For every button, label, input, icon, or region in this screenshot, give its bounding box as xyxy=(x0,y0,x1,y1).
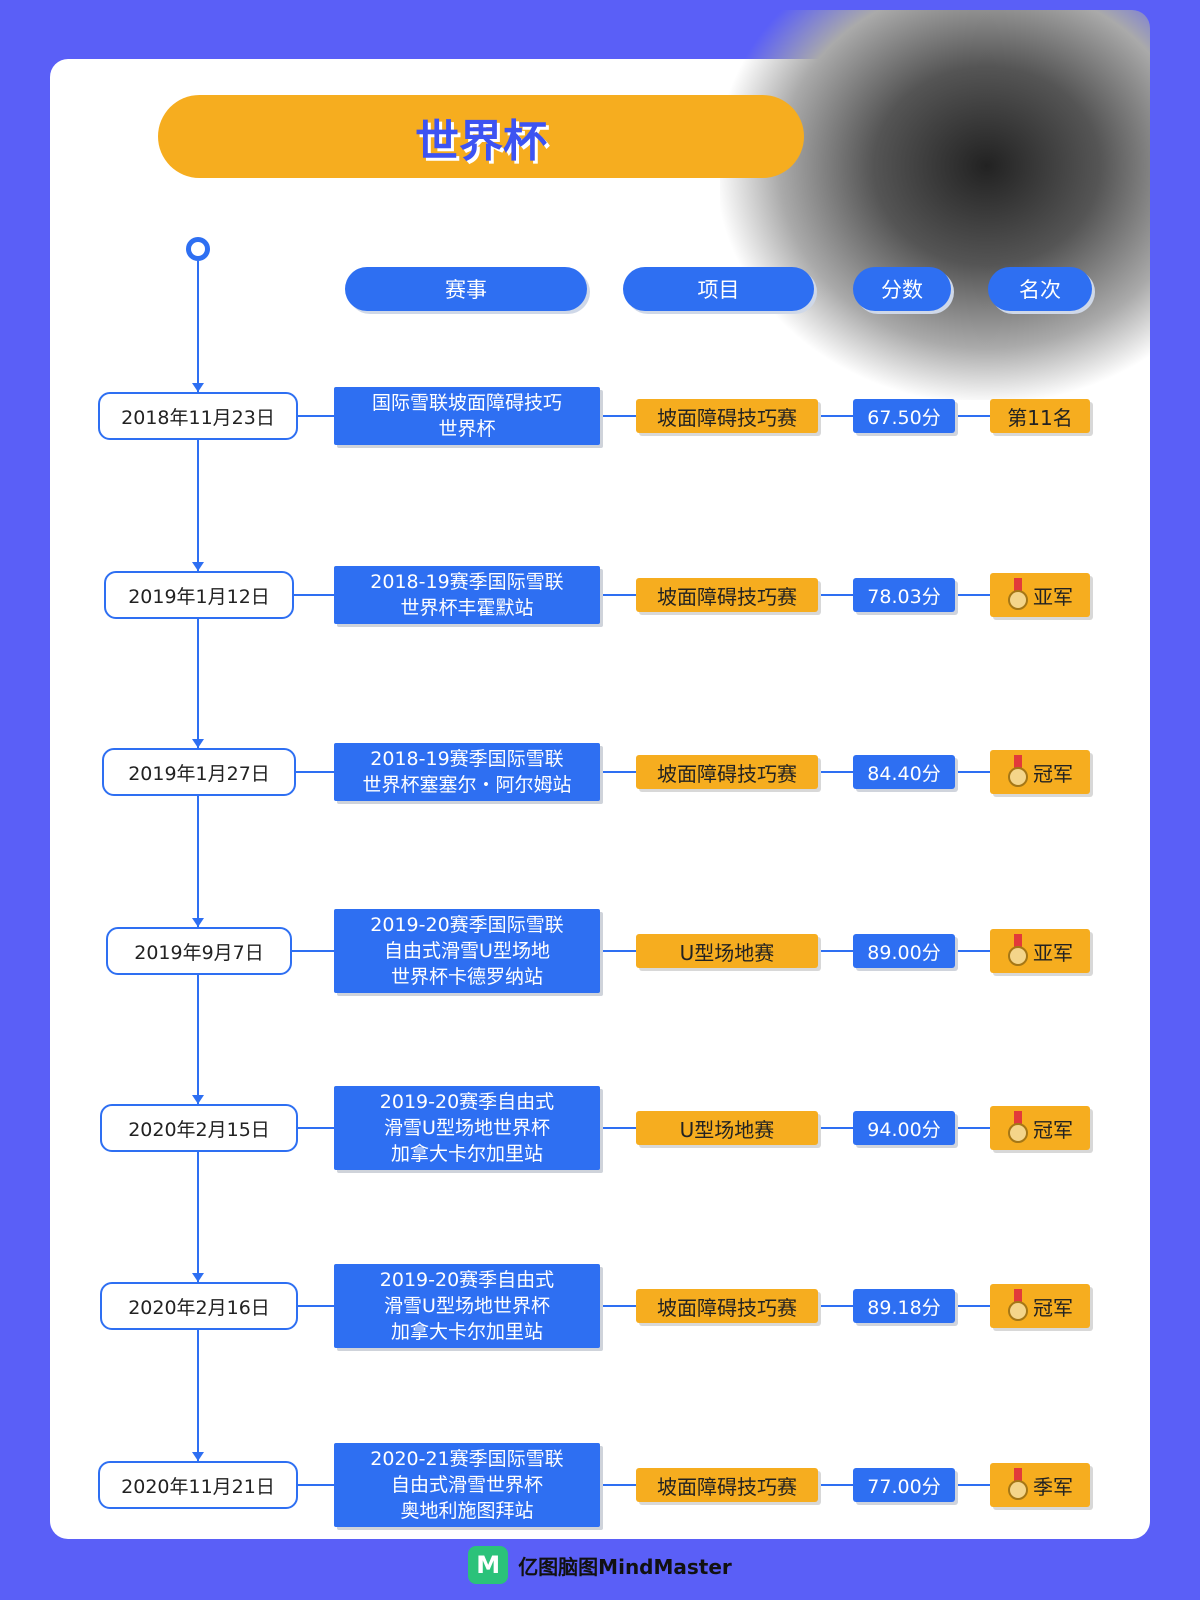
event-line: 自由式滑雪世界杯 xyxy=(390,1474,543,1496)
date-node[interactable]: 2020年11月21日 xyxy=(98,1461,298,1509)
score-node[interactable]: 89.00分 xyxy=(853,934,955,968)
medal-icon xyxy=(1007,578,1029,612)
event-node[interactable]: 2018-19赛季国际雪联世界杯塞塞尔・阿尔姆站 xyxy=(334,743,600,801)
event-line: 滑雪U型场地世界杯 xyxy=(384,1295,550,1317)
footer-brand: M 亿图脑图MindMaster xyxy=(0,1546,1200,1584)
timeline-connector xyxy=(197,440,199,571)
event-line: 加拿大卡尔加里站 xyxy=(390,1143,543,1165)
header-project: 项目 xyxy=(623,267,814,311)
medal-icon xyxy=(1007,1289,1029,1323)
event-node[interactable]: 2018-19赛季国际雪联世界杯丰霍默站 xyxy=(334,566,600,624)
event-line: 2019-20赛季自由式 xyxy=(379,1091,555,1113)
event-line: 世界杯塞塞尔・阿尔姆站 xyxy=(362,774,572,796)
timeline-start-node xyxy=(186,237,210,261)
event-node[interactable]: 2019-20赛季自由式滑雪U型场地世界杯加拿大卡尔加里站 xyxy=(334,1086,600,1170)
timeline-connector xyxy=(197,975,199,1104)
project-node[interactable]: 坡面障碍技巧赛 xyxy=(636,399,818,433)
timeline-connector xyxy=(197,1330,199,1461)
event-line: 滑雪U型场地世界杯 xyxy=(384,1117,550,1139)
project-node[interactable]: 坡面障碍技巧赛 xyxy=(636,755,818,789)
date-node[interactable]: 2019年1月12日 xyxy=(104,571,294,619)
timeline-connector xyxy=(197,619,199,748)
rank-node[interactable]: 第11名 xyxy=(990,399,1090,433)
event-line: 奥地利施图拜站 xyxy=(400,1500,534,1522)
rank-label: 第11名 xyxy=(1007,405,1073,430)
rank-label: 冠军 xyxy=(1033,1117,1073,1142)
brand-name: 亿图脑图MindMaster xyxy=(518,1554,732,1579)
medal-icon xyxy=(1007,755,1029,789)
arrow-down-icon xyxy=(192,562,204,571)
event-line: 加拿大卡尔加里站 xyxy=(390,1321,543,1343)
event-line: 世界杯卡德罗纳站 xyxy=(390,966,543,988)
event-line: 2018-19赛季国际雪联 xyxy=(370,571,564,593)
score-node[interactable]: 89.18分 xyxy=(853,1289,955,1323)
project-node[interactable]: U型场地赛 xyxy=(636,1111,818,1145)
header-rank: 名次 xyxy=(988,267,1092,311)
mindmaster-logo-icon: M xyxy=(468,1546,509,1584)
date-node[interactable]: 2020年2月15日 xyxy=(100,1104,298,1152)
rank-label: 亚军 xyxy=(1033,940,1073,965)
rank-node[interactable]: 亚军 xyxy=(990,573,1090,617)
date-node[interactable]: 2018年11月23日 xyxy=(98,392,298,440)
rank-node[interactable]: 冠军 xyxy=(990,1284,1090,1328)
timeline-connector xyxy=(197,1152,199,1282)
athlete-photo xyxy=(720,10,1150,400)
score-node[interactable]: 67.50分 xyxy=(853,399,955,433)
rank-node[interactable]: 冠军 xyxy=(990,1106,1090,1150)
arrow-down-icon xyxy=(192,1273,204,1282)
medal-icon xyxy=(1007,1111,1029,1145)
arrow-down-icon xyxy=(192,1095,204,1104)
rank-node[interactable]: 季军 xyxy=(990,1463,1090,1507)
score-node[interactable]: 84.40分 xyxy=(853,755,955,789)
date-node[interactable]: 2019年9月7日 xyxy=(106,927,292,975)
event-line: 世界杯 xyxy=(438,418,496,440)
project-node[interactable]: 坡面障碍技巧赛 xyxy=(636,578,818,612)
score-node[interactable]: 78.03分 xyxy=(853,578,955,612)
rank-label: 亚军 xyxy=(1033,584,1073,609)
rank-label: 冠军 xyxy=(1033,761,1073,786)
rank-label: 冠军 xyxy=(1033,1295,1073,1320)
header-event: 赛事 xyxy=(345,267,587,311)
event-node[interactable]: 2019-20赛季国际雪联自由式滑雪U型场地世界杯卡德罗纳站 xyxy=(334,909,600,993)
event-node[interactable]: 2019-20赛季自由式滑雪U型场地世界杯加拿大卡尔加里站 xyxy=(334,1264,600,1348)
event-line: 国际雪联坡面障碍技巧 xyxy=(371,392,562,414)
event-line: 2019-20赛季自由式 xyxy=(379,1269,555,1291)
event-node[interactable]: 国际雪联坡面障碍技巧世界杯 xyxy=(334,387,600,445)
medal-icon xyxy=(1007,1468,1029,1502)
score-node[interactable]: 77.00分 xyxy=(853,1468,955,1502)
event-line: 2020-21赛季国际雪联 xyxy=(370,1448,564,1470)
event-node[interactable]: 2020-21赛季国际雪联自由式滑雪世界杯奥地利施图拜站 xyxy=(334,1443,600,1527)
page-title: 世界杯 xyxy=(158,95,804,178)
header-score: 分数 xyxy=(853,267,951,311)
timeline-connector xyxy=(197,796,199,927)
rank-node[interactable]: 亚军 xyxy=(990,929,1090,973)
arrow-down-icon xyxy=(192,1452,204,1461)
event-line: 自由式滑雪U型场地 xyxy=(384,940,550,962)
project-node[interactable]: U型场地赛 xyxy=(636,934,818,968)
medal-icon xyxy=(1007,934,1029,968)
rank-label: 季军 xyxy=(1033,1474,1073,1499)
rank-node[interactable]: 冠军 xyxy=(990,750,1090,794)
timeline-connector xyxy=(197,261,199,392)
project-node[interactable]: 坡面障碍技巧赛 xyxy=(636,1289,818,1323)
event-line: 世界杯丰霍默站 xyxy=(400,597,534,619)
date-node[interactable]: 2020年2月16日 xyxy=(100,1282,298,1330)
event-line: 2018-19赛季国际雪联 xyxy=(370,748,564,770)
arrow-down-icon xyxy=(192,918,204,927)
arrow-down-icon xyxy=(192,739,204,748)
score-node[interactable]: 94.00分 xyxy=(853,1111,955,1145)
date-node[interactable]: 2019年1月27日 xyxy=(102,748,296,796)
event-line: 2019-20赛季国际雪联 xyxy=(370,914,564,936)
project-node[interactable]: 坡面障碍技巧赛 xyxy=(636,1468,818,1502)
arrow-down-icon xyxy=(192,383,204,392)
